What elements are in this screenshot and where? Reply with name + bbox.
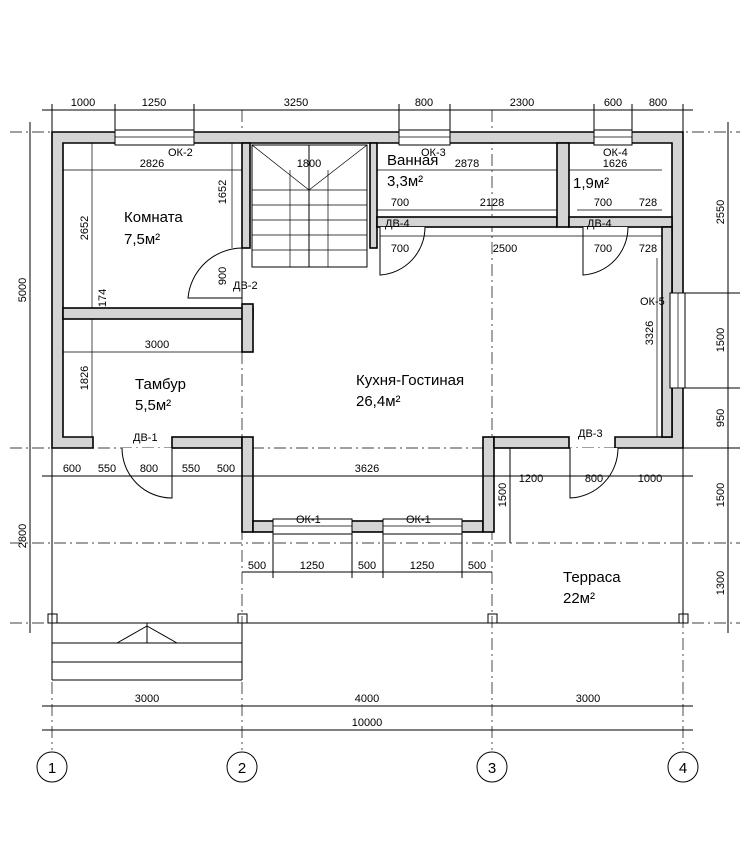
inner-dim: 800 (585, 473, 603, 485)
window-dim: 1250 (300, 560, 324, 572)
inner-dim: 2878 (455, 158, 479, 170)
room-vannaya-name: Ванная (387, 152, 438, 169)
inner-dim: 2652 (79, 216, 91, 240)
top-dim: 800 (649, 97, 667, 109)
inner-dim: 700 (391, 197, 409, 209)
axis-label-3: 3 (488, 760, 496, 777)
inner-dim: 1200 (519, 473, 543, 485)
inner-dim: 3000 (145, 339, 169, 351)
window-ok5 (669, 292, 686, 389)
room-terrace-name: Терраса (563, 569, 621, 586)
axis-label-4: 4 (679, 760, 687, 777)
windows (114, 129, 686, 535)
room-tambur-area: 5,5м² (135, 397, 171, 414)
right-dim: 1500 (715, 483, 727, 507)
terrace-outline (47, 448, 689, 681)
window-dim: 500 (468, 560, 486, 572)
element-labels: ОК-2 ОК-3 ОК-4 ОК-5 ОК-1 ОК-1 ДВ-1 ДВ-2 … (133, 147, 665, 526)
front-dim: 500 (217, 463, 235, 475)
room-tambur-name: Тамбур (135, 376, 186, 393)
label-ok5: ОК-5 (640, 296, 665, 308)
window-dim: 1250 (410, 560, 434, 572)
window-ok3 (398, 129, 451, 146)
room-vannaya-area: 3,3м² (387, 173, 423, 190)
inner-dim: 728 (639, 197, 657, 209)
window-ok1-right (382, 518, 463, 535)
label-ok2: ОК-2 (168, 147, 193, 159)
right-dim: 2550 (715, 200, 727, 224)
window-dim: 500 (358, 560, 376, 572)
inner-dim: 1000 (638, 473, 662, 485)
front-dim: 550 (98, 463, 116, 475)
inner-dim: 2128 (480, 197, 504, 209)
inner-dim: 900 (217, 267, 229, 285)
top-dim: 3250 (284, 97, 308, 109)
right-dim: 950 (715, 409, 727, 427)
bottom-dim: 3000 (576, 693, 600, 705)
top-dim: 1250 (142, 97, 166, 109)
room-komnata-name: Комната (124, 209, 183, 226)
bottom-dim: 4000 (355, 693, 379, 705)
door-dv1 (121, 447, 173, 499)
inner-dim: 174 (97, 289, 109, 307)
inner-dim: 700 (594, 243, 612, 255)
inner-dim: 1500 (497, 483, 509, 507)
label-ok1-left: ОК-1 (296, 514, 321, 526)
inner-dim: 1626 (603, 158, 627, 170)
axis-label-1: 1 (48, 760, 56, 777)
door-dv2 (187, 247, 243, 304)
label-dv2: ДВ-2 (233, 280, 258, 292)
axis-label-2: 2 (238, 760, 246, 777)
inner-dim: 700 (391, 243, 409, 255)
inner-dim: 1652 (217, 180, 229, 204)
room-kitchen-name: Кухня-Гостиная (356, 372, 464, 389)
right-dim: 1300 (715, 571, 727, 595)
label-dv1: ДВ-1 (133, 432, 158, 444)
window-ok2 (114, 129, 195, 146)
walls (51, 131, 684, 533)
door-dv3 (569, 447, 619, 499)
bottom-dim: 3000 (135, 693, 159, 705)
room-terrace-area: 22м² (563, 590, 595, 607)
room-komnata-area: 7,5м² (124, 231, 160, 248)
label-dv3: ДВ-3 (578, 428, 603, 440)
inner-dim: 2500 (493, 243, 517, 255)
label-ok3: ОК-3 (421, 147, 446, 159)
window-dim: 500 (248, 560, 266, 572)
room-labels: Комната 7,5м² Тамбур 5,5м² Ванная 3,3м² … (124, 152, 621, 607)
label-dv4-right: ДВ-4 (587, 218, 612, 230)
inner-dim: 728 (639, 243, 657, 255)
inner-dim: 3326 (644, 321, 656, 345)
inner-dim: 1800 (297, 158, 321, 170)
label-ok1-right: ОК-1 (406, 514, 431, 526)
left-dim-lower: 2800 (17, 524, 29, 548)
inner-dim: 2826 (140, 158, 164, 170)
doors (121, 226, 629, 499)
room-wc-area: 1,9м² (573, 175, 609, 192)
front-dim: 550 (182, 463, 200, 475)
label-ok4: ОК-4 (603, 147, 628, 159)
inner-dim: 700 (594, 197, 612, 209)
bottom-dim-total: 10000 (352, 717, 383, 729)
window-ok4 (593, 129, 633, 146)
top-dim: 1000 (71, 97, 95, 109)
left-dim-upper: 5000 (17, 278, 29, 302)
label-dv4-left: ДВ-4 (385, 218, 410, 230)
staircase (251, 144, 368, 268)
axis-markers: 1 2 3 4 (36, 751, 699, 783)
dimension-lines (29, 104, 740, 731)
front-dim: 800 (140, 463, 158, 475)
inner-dim: 3626 (355, 463, 379, 475)
top-dim: 600 (604, 97, 622, 109)
front-dim: 600 (63, 463, 81, 475)
room-kitchen-area: 26,4м² (356, 393, 401, 410)
top-dim: 800 (415, 97, 433, 109)
right-dim: 1500 (715, 328, 727, 352)
top-dim: 2300 (510, 97, 534, 109)
window-ok1-left (272, 518, 353, 535)
dimension-texts: 1000 1250 3250 800 2300 600 800 5000 280… (17, 97, 727, 729)
inner-dim: 1826 (79, 366, 91, 390)
